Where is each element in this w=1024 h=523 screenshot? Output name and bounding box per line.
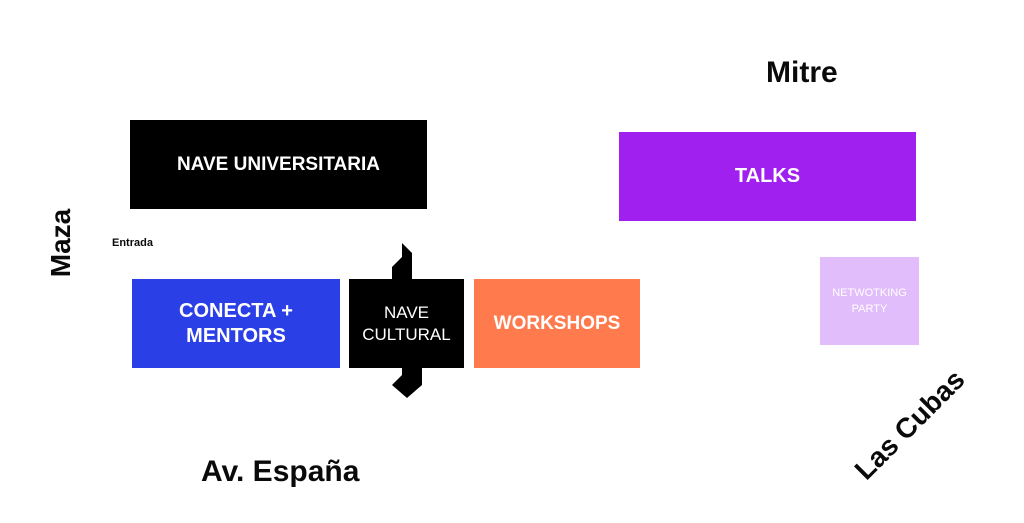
venue-label: TALKS (734, 165, 801, 187)
street-label-maza: Maza (45, 208, 76, 278)
venue-workshops[interactable]: WORKSHOPS (474, 279, 640, 368)
venue-nave-universitaria[interactable]: NAVE UNIVERSITARIA (130, 120, 427, 209)
venue-nave-cultural[interactable]: NAVE CULTURAL (349, 279, 464, 368)
venue-conecta-mentors[interactable]: CONECTA + MENTORS (132, 279, 340, 368)
street-label-las-cubas: Las Cubas (848, 363, 971, 486)
venue-label: NAVE CULTURAL (362, 303, 451, 344)
venue-label: NETWOTKING PARTY (832, 286, 907, 316)
street-label-av-espana: Av. España (201, 455, 360, 488)
venue-label: WORKSHOPS (493, 312, 621, 334)
venue-networking-party[interactable]: NETWOTKING PARTY (820, 257, 919, 345)
street-label-mitre: Mitre (766, 56, 838, 89)
venue-talks[interactable]: TALKS (619, 132, 916, 221)
entrance-arrow-icon (392, 243, 422, 398)
entrance-label: Entrada (112, 237, 153, 249)
venue-label: CONECTA + MENTORS (179, 299, 293, 347)
venue-label: NAVE UNIVERSITARIA (176, 153, 381, 175)
